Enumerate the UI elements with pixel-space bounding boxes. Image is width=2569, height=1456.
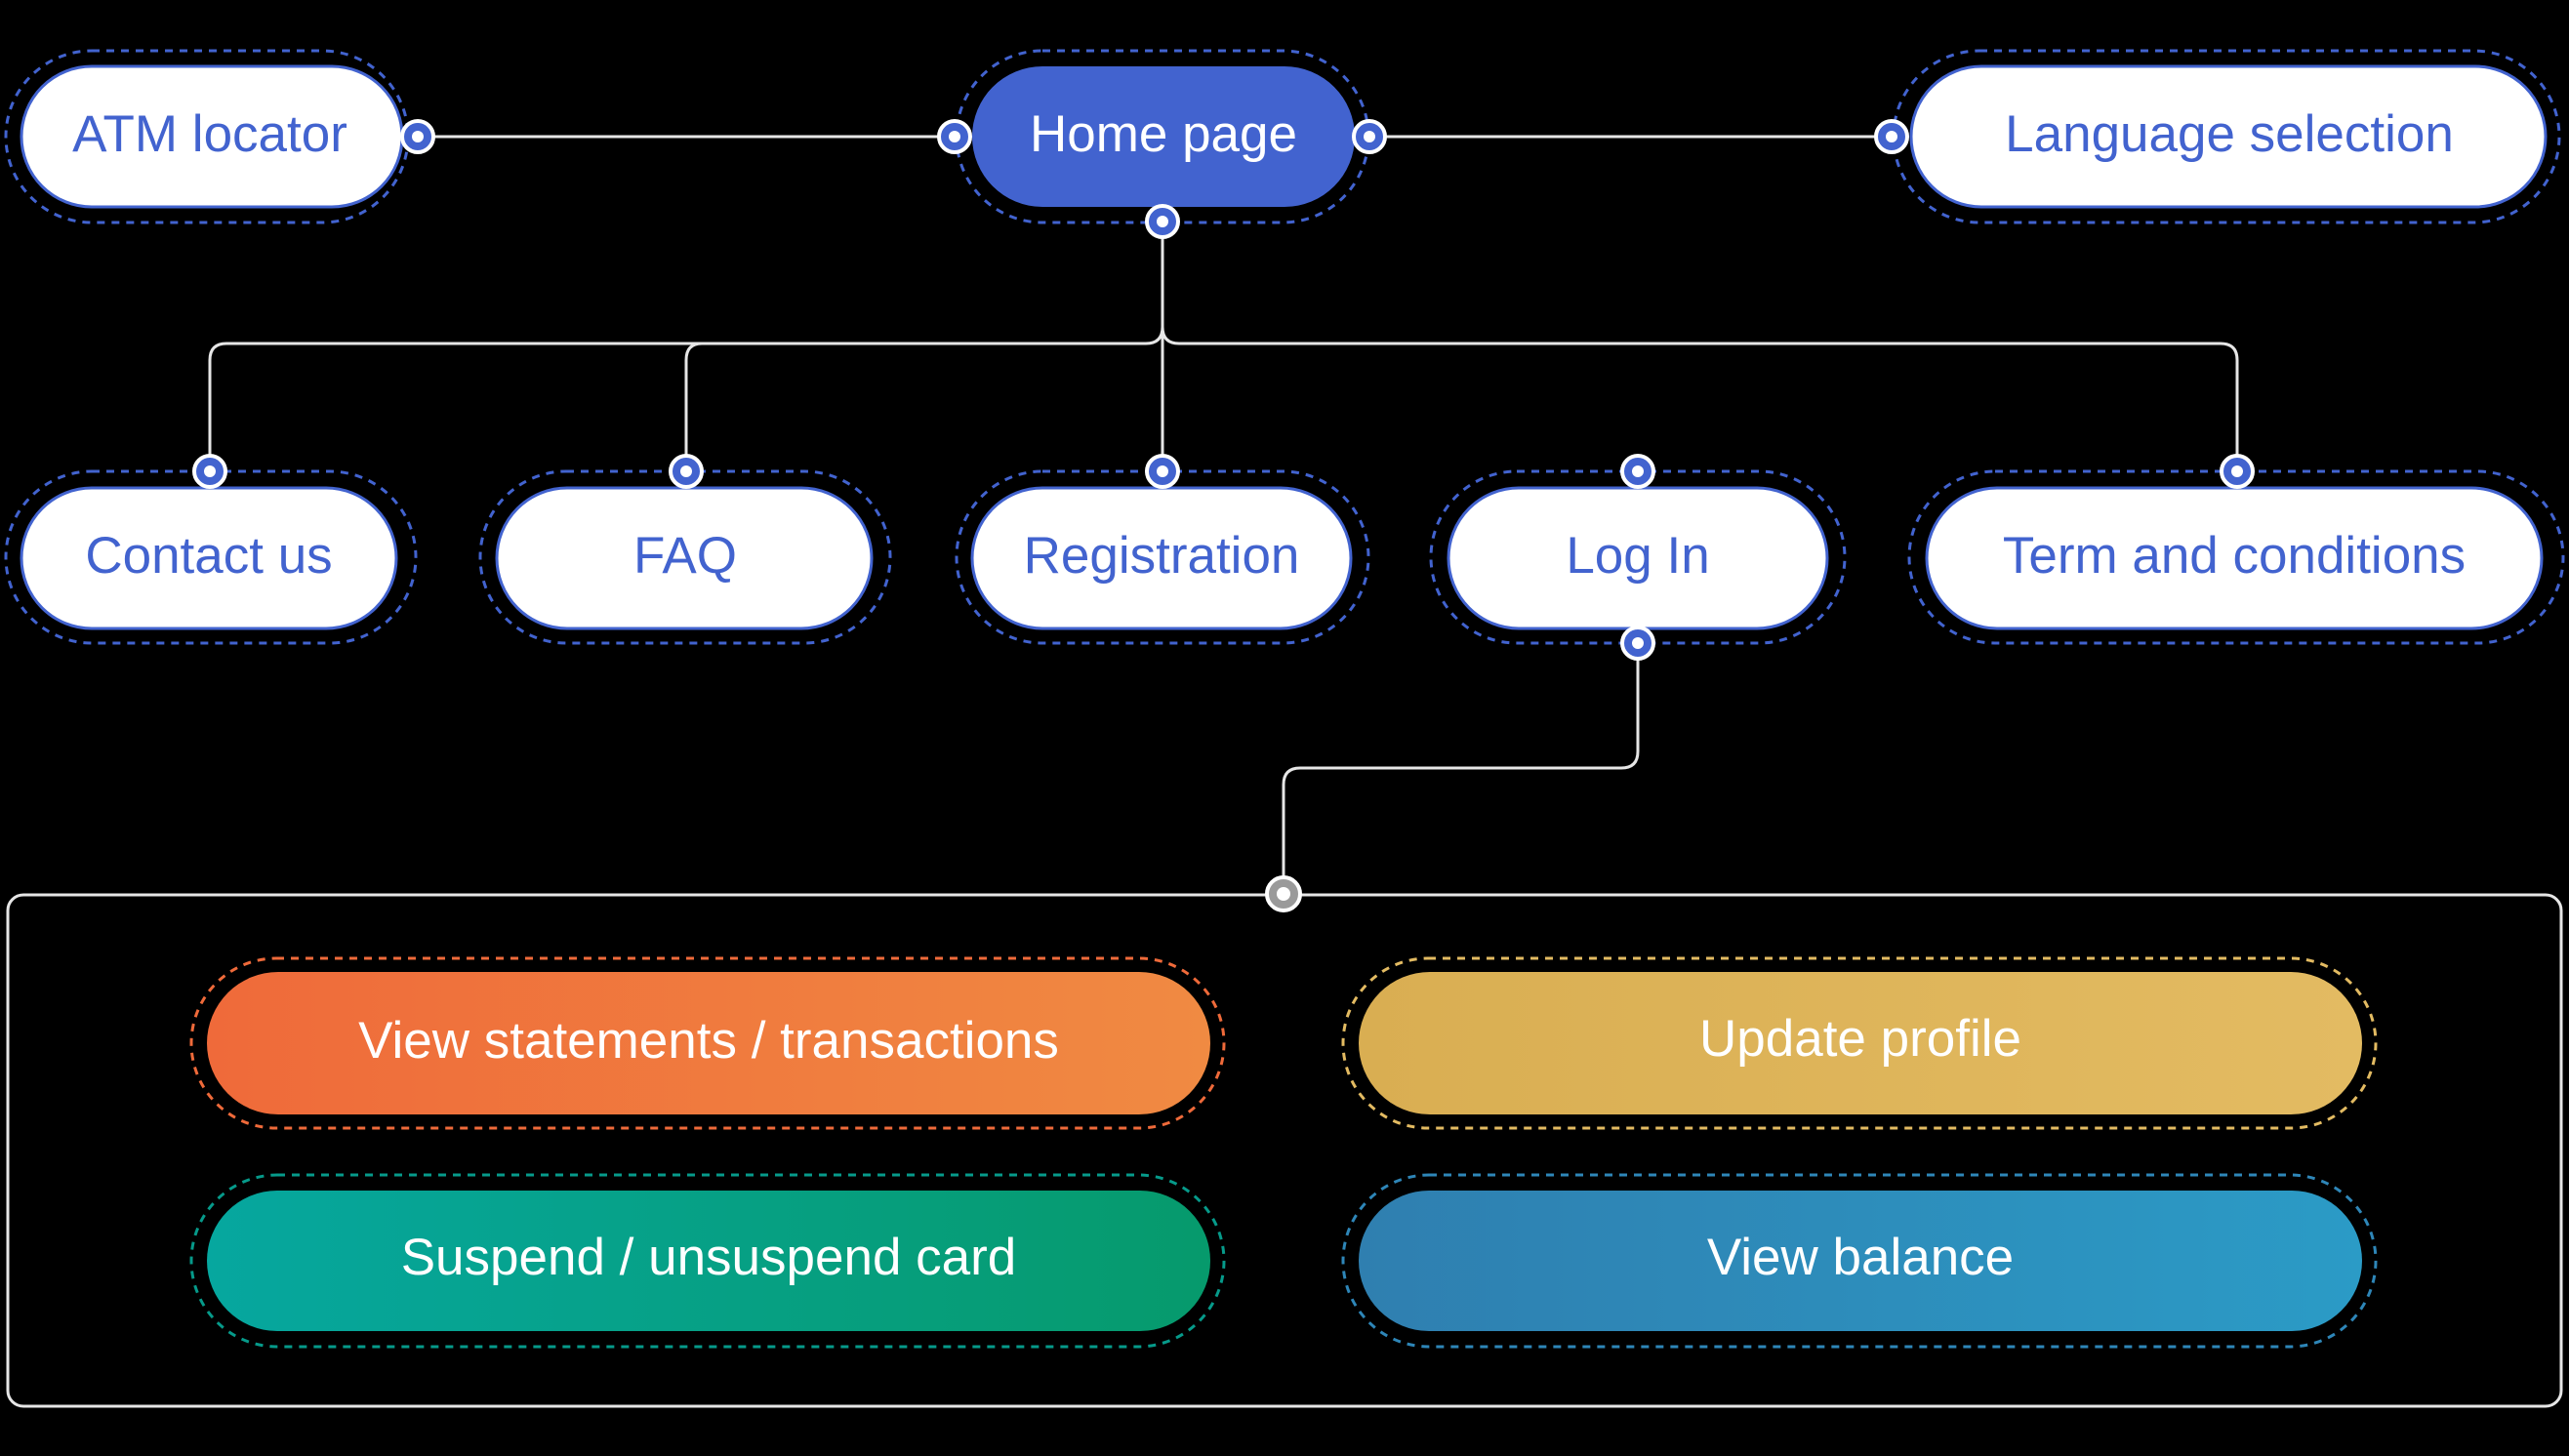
terms-and-conditions-label: Term and conditions xyxy=(2003,527,2466,585)
node-contact-us[interactable]: Contact us xyxy=(4,469,418,645)
feature-view-balance[interactable]: View balance xyxy=(1341,1173,2378,1349)
connector-to-terms xyxy=(1161,326,2239,471)
handle-login-bottom[interactable] xyxy=(1620,626,1655,661)
update-profile-label: Update profile xyxy=(1699,1010,2021,1068)
node-registration[interactable]: Registration xyxy=(955,469,1370,645)
registration-label: Registration xyxy=(1024,527,1300,585)
feature-suspend-card[interactable]: Suspend / unsuspend card xyxy=(189,1173,1226,1349)
node-home-page[interactable]: Home page xyxy=(955,49,1370,224)
node-atm-locator[interactable]: ATM locator xyxy=(4,49,410,224)
handle-faq-top[interactable] xyxy=(669,454,704,489)
handle-features-top[interactable] xyxy=(1265,875,1302,912)
handle-home-bottom[interactable] xyxy=(1145,204,1180,239)
feature-update-profile[interactable]: Update profile xyxy=(1341,956,2378,1130)
language-selection-label: Language selection xyxy=(2005,105,2454,163)
view-statements-label: View statements / transactions xyxy=(358,1012,1059,1070)
handle-home-right[interactable] xyxy=(1352,119,1387,154)
contact-us-label: Contact us xyxy=(85,527,332,585)
handle-terms-top[interactable] xyxy=(2220,454,2255,489)
connector-to-faq xyxy=(684,342,703,471)
view-balance-label: View balance xyxy=(1707,1229,2014,1286)
handle-login-top[interactable] xyxy=(1620,454,1655,489)
atm-locator-label: ATM locator xyxy=(72,105,347,163)
connection-handles xyxy=(192,119,2255,912)
handle-language-left[interactable] xyxy=(1874,119,1909,154)
handle-home-left[interactable] xyxy=(937,119,972,154)
node-log-in[interactable]: Log In xyxy=(1429,469,1847,645)
connector-login-features xyxy=(1282,644,1640,893)
node-faq[interactable]: FAQ xyxy=(478,469,892,645)
suspend-card-label: Suspend / unsuspend card xyxy=(401,1229,1017,1286)
log-in-label: Log In xyxy=(1566,527,1709,585)
feature-view-statements[interactable]: View statements / transactions xyxy=(189,956,1226,1130)
handle-contact-top[interactable] xyxy=(192,454,227,489)
faq-label: FAQ xyxy=(633,527,737,585)
connectors xyxy=(208,135,2239,893)
node-language-selection[interactable]: Language selection xyxy=(1892,49,2561,224)
handle-registration-top[interactable] xyxy=(1145,454,1180,489)
home-page-label: Home page xyxy=(1030,105,1297,163)
node-terms-and-conditions[interactable]: Term and conditions xyxy=(1907,469,2565,645)
handle-atm-right[interactable] xyxy=(400,119,435,154)
